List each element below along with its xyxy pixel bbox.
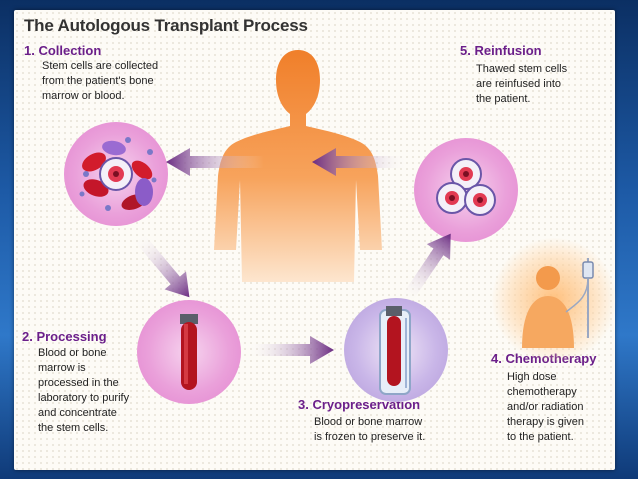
- step-1-text: Stem cells are collected from the patien…: [42, 60, 159, 102]
- human-silhouette-icon: [214, 50, 382, 282]
- frozen-tube-icon: [379, 306, 411, 395]
- step-5-text: Thawed stem cells are reinfused into the…: [476, 63, 568, 105]
- diagram-title: The Autologous Transplant Process: [24, 16, 308, 35]
- stem-cells-icon: [436, 158, 496, 216]
- step-2-text: Blood or bone marrow is processed in the…: [38, 347, 130, 434]
- step-3-text: Blood or bone marrow is frozen to preser…: [314, 416, 426, 443]
- step-2-heading: 2. Processing: [22, 329, 107, 344]
- blood-cells-icon: [79, 137, 157, 211]
- step-5-heading: 5. Reinfusion: [460, 43, 542, 58]
- arrow-icon: [133, 148, 451, 364]
- diagram-panel: The Autologous Transplant Process 1. Col…: [14, 10, 616, 470]
- step-4-text: High dose chemotherapy and/or radiation …: [507, 371, 585, 443]
- iv-patient-icon: [522, 258, 594, 348]
- step-1-heading: 1. Collection: [24, 43, 102, 58]
- test-tube-icon: [180, 314, 198, 390]
